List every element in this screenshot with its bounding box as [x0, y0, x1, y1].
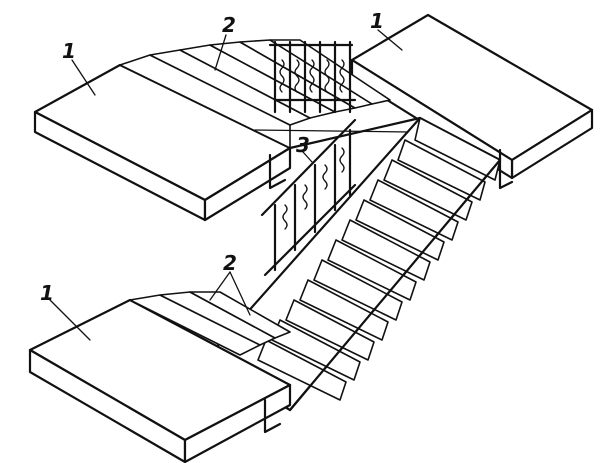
callout-landing-bottom-left: 1	[40, 281, 54, 305]
landing-top-left	[33, 63, 292, 222]
bottom-flight	[129, 291, 291, 356]
callout-landing-top-left: 1	[62, 39, 76, 63]
railing-lower	[260, 118, 357, 277]
callout-leaders	[49, 29, 403, 341]
callout-step-top: 2	[222, 13, 236, 37]
railing-upper	[268, 40, 357, 114]
callout-landing-top-right: 1	[370, 9, 384, 33]
callout-step-bottom: 2	[223, 251, 237, 275]
callout-railing: 3	[296, 133, 310, 157]
landing-bottom-left	[28, 298, 292, 463]
